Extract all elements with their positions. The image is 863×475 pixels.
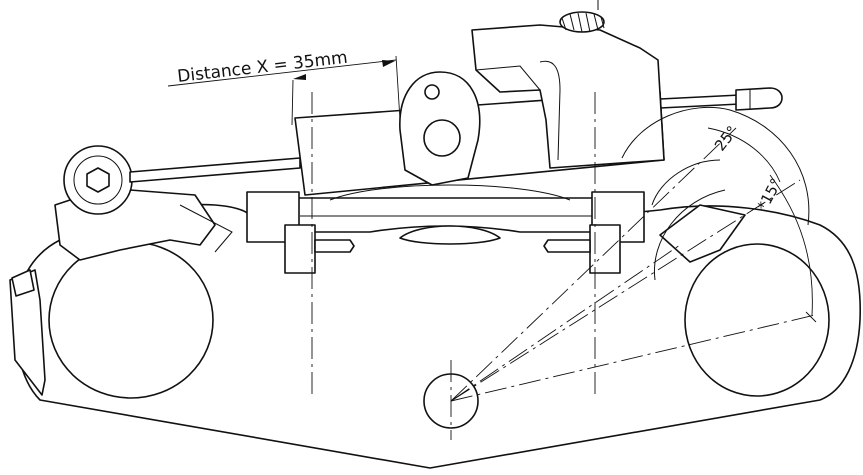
dim-line (167, 59, 397, 87)
construction-line-b (450, 179, 801, 402)
left-fork-bore (48, 241, 214, 399)
arc-marker (805, 311, 817, 323)
lug-bolt-hole (423, 119, 461, 157)
damper-rod-right (659, 94, 741, 109)
angle-25-label: 25° (711, 122, 742, 154)
rod-end-cap (735, 87, 783, 111)
dim-arrow-left (293, 74, 306, 80)
center-saddle (399, 225, 501, 245)
left-clamp-screw (314, 239, 355, 253)
right-clamp-screw (543, 239, 591, 253)
distance-label: Distance X = 35mm (176, 48, 348, 87)
hex-socket-bolt (86, 167, 110, 193)
damper-rod (129, 157, 301, 183)
right-fork-bore (684, 243, 830, 397)
dim-arrow-right (382, 60, 395, 67)
dim-extension-left (291, 79, 294, 126)
arc-outer (621, 106, 810, 226)
arc-25-measure (707, 127, 781, 183)
lug-pin-hole (424, 84, 440, 100)
left-pinch-bolt (11, 269, 35, 297)
right-clamp-lower (589, 224, 621, 274)
left-clamp-lower (284, 224, 316, 274)
right-arm-bracket (659, 204, 746, 263)
construction-line-c (450, 314, 816, 402)
arc-inner (651, 159, 721, 206)
dim-extension-right (395, 55, 401, 121)
left-clamp-bracket (9, 269, 46, 396)
arc-15-measure (769, 174, 813, 316)
construction-line-a (450, 127, 737, 402)
construction-line-d (450, 244, 681, 402)
angle-15-label: *15° (754, 175, 786, 214)
